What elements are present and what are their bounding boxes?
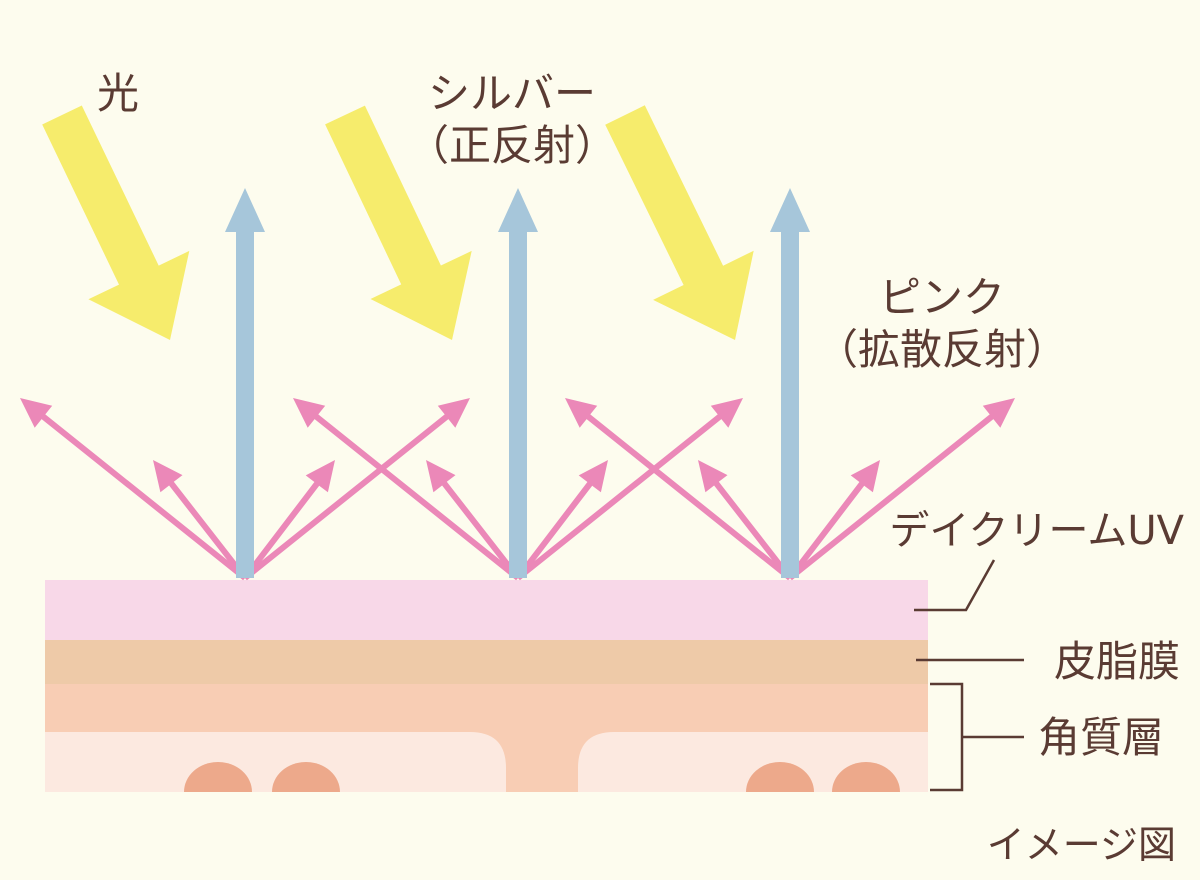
diffuse-reflection-arrow — [698, 460, 793, 580]
cell-nucleus — [272, 762, 340, 792]
diffuse-reflection-arrow — [515, 460, 608, 580]
cell-nucleus — [746, 762, 814, 792]
pink-label-line1: ピンク — [879, 273, 1005, 322]
specular-reflection-arrow — [770, 188, 810, 578]
light-label: 光 — [97, 69, 139, 118]
specular-reflection-arrow — [225, 188, 265, 578]
diffuse-reflection-arrow — [426, 460, 521, 580]
incident-light-arrow — [605, 105, 754, 340]
pink-label-line2: （拡散反射） — [816, 325, 1068, 374]
sebum-layer — [45, 640, 928, 684]
product-leader-line — [914, 559, 996, 612]
diffuse-reflection-arrow — [516, 398, 743, 581]
diffuse-reflection-arrow — [242, 460, 335, 580]
diffuse-reflection-arrow — [153, 460, 248, 580]
skin-cell-left — [45, 732, 506, 792]
silver-label-line2: （正反射） — [407, 121, 617, 170]
skin-layers — [45, 580, 928, 792]
diffuse-reflection-arrow — [293, 398, 520, 581]
stratum-label: 角質層 — [1038, 713, 1164, 762]
cell-nucleus — [184, 762, 252, 792]
specular-reflection-arrow — [498, 188, 538, 578]
incident-light-arrow — [42, 105, 190, 340]
diffuse-reflection-arrow — [243, 398, 470, 581]
diffuse-reflection-arrow — [787, 460, 880, 580]
sebum-label: 皮脂膜 — [1054, 637, 1180, 686]
incident-light-arrow — [325, 105, 472, 340]
arrow-group — [20, 105, 1015, 581]
caption-label: イメージ図 — [987, 823, 1176, 867]
diffuse-reflection-arrow — [20, 398, 247, 581]
stratum-bracket — [930, 682, 964, 792]
cream-layer — [45, 580, 928, 640]
silver-label-line1: シルバー — [428, 69, 596, 118]
diffuse-reflection-arrow — [788, 398, 1015, 581]
diffuse-reflection-arrow — [565, 398, 792, 581]
product-label: デイクリームUV — [889, 508, 1184, 554]
cell-nucleus — [832, 762, 900, 792]
leader-lines — [914, 559, 1024, 792]
